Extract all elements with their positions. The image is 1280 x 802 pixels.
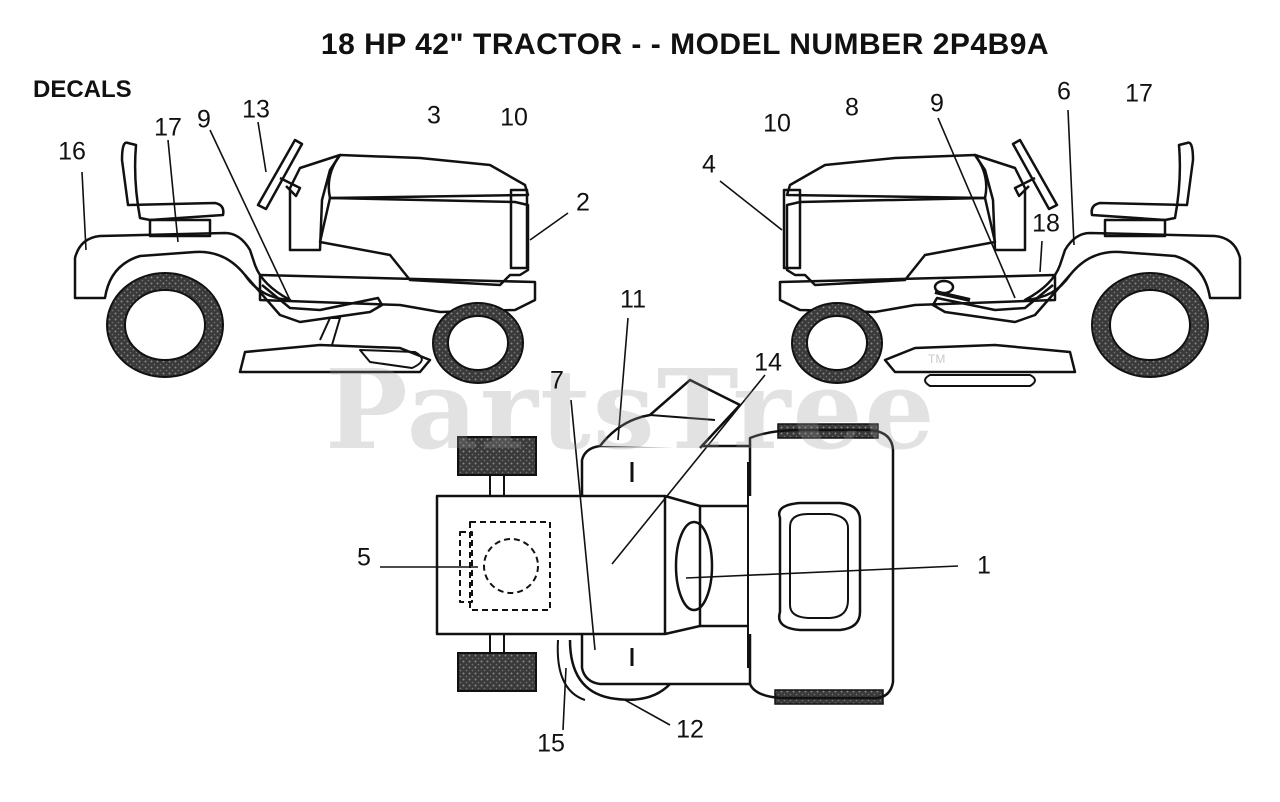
diagram-title: 18 HP 42" TRACTOR - - MODEL NUMBER 2P4B9…: [320, 28, 1050, 61]
left-wheels: [106, 272, 524, 384]
right-wheels: [791, 272, 1209, 384]
callout-7: 7: [550, 366, 564, 395]
left-dash: [288, 153, 342, 252]
right-mower-deck: [883, 343, 1077, 374]
top-front-section: [580, 444, 752, 496]
callout-1: 1: [977, 551, 991, 580]
right-seat: [1090, 141, 1195, 222]
leader-lines: [81, 109, 1075, 731]
callout-10-right: 10: [763, 109, 791, 138]
right-grille: [782, 188, 802, 270]
top-mower-chute-upper: [599, 378, 742, 449]
right-seat-base: [1103, 218, 1167, 238]
right-hood: [785, 153, 988, 200]
callout-15: 15: [537, 729, 565, 758]
callout-14: 14: [754, 348, 782, 377]
top-mower-chute-lower: [568, 639, 671, 701]
left-steering-wheel: [256, 138, 304, 211]
callout-9-right: 9: [930, 89, 944, 118]
right-dash: [973, 153, 1027, 252]
left-seat: [120, 141, 225, 222]
top-front-tire-upper: [457, 436, 537, 476]
callout-2: 2: [576, 188, 590, 217]
left-deck-chute: [359, 349, 423, 369]
top-rear-body: [748, 428, 895, 700]
top-view: [435, 378, 895, 705]
watermark: PartsTree: [325, 345, 937, 474]
right-deck-chute: [924, 374, 1036, 387]
callout-8: 8: [845, 93, 859, 122]
watermark-trademark: TM: [928, 352, 946, 366]
callout-3: 3: [427, 101, 441, 130]
callout-18: 18: [1032, 209, 1060, 238]
callout-10-left: 10: [500, 103, 528, 132]
left-hood: [327, 153, 530, 200]
top-seat: [777, 501, 862, 632]
callout-11: 11: [620, 285, 646, 314]
left-mower-deck: [238, 343, 432, 374]
callout-17-left: 17: [154, 113, 182, 142]
callout-13: 13: [242, 95, 270, 124]
callout-6: 6: [1057, 77, 1071, 106]
callout-9-left: 9: [197, 105, 211, 134]
callout-12: 12: [676, 715, 704, 744]
left-seat-base: [148, 218, 212, 238]
right-steering-wheel: [1011, 138, 1059, 211]
left-grille: [509, 188, 529, 270]
right-lever-knob: [933, 279, 955, 295]
callout-5: 5: [357, 543, 371, 572]
top-front-tire-lower: [457, 652, 537, 692]
callout-16: 16: [58, 137, 86, 166]
callout-17-right: 17: [1125, 79, 1153, 108]
left-deck-lift: [319, 317, 341, 346]
top-hood-decal: [469, 521, 551, 611]
callout-4: 4: [702, 150, 716, 179]
top-steering-wheel: [674, 520, 714, 612]
left-hood-side: [318, 196, 530, 287]
section-label: DECALS: [33, 76, 132, 103]
right-hood-side: [785, 196, 997, 287]
